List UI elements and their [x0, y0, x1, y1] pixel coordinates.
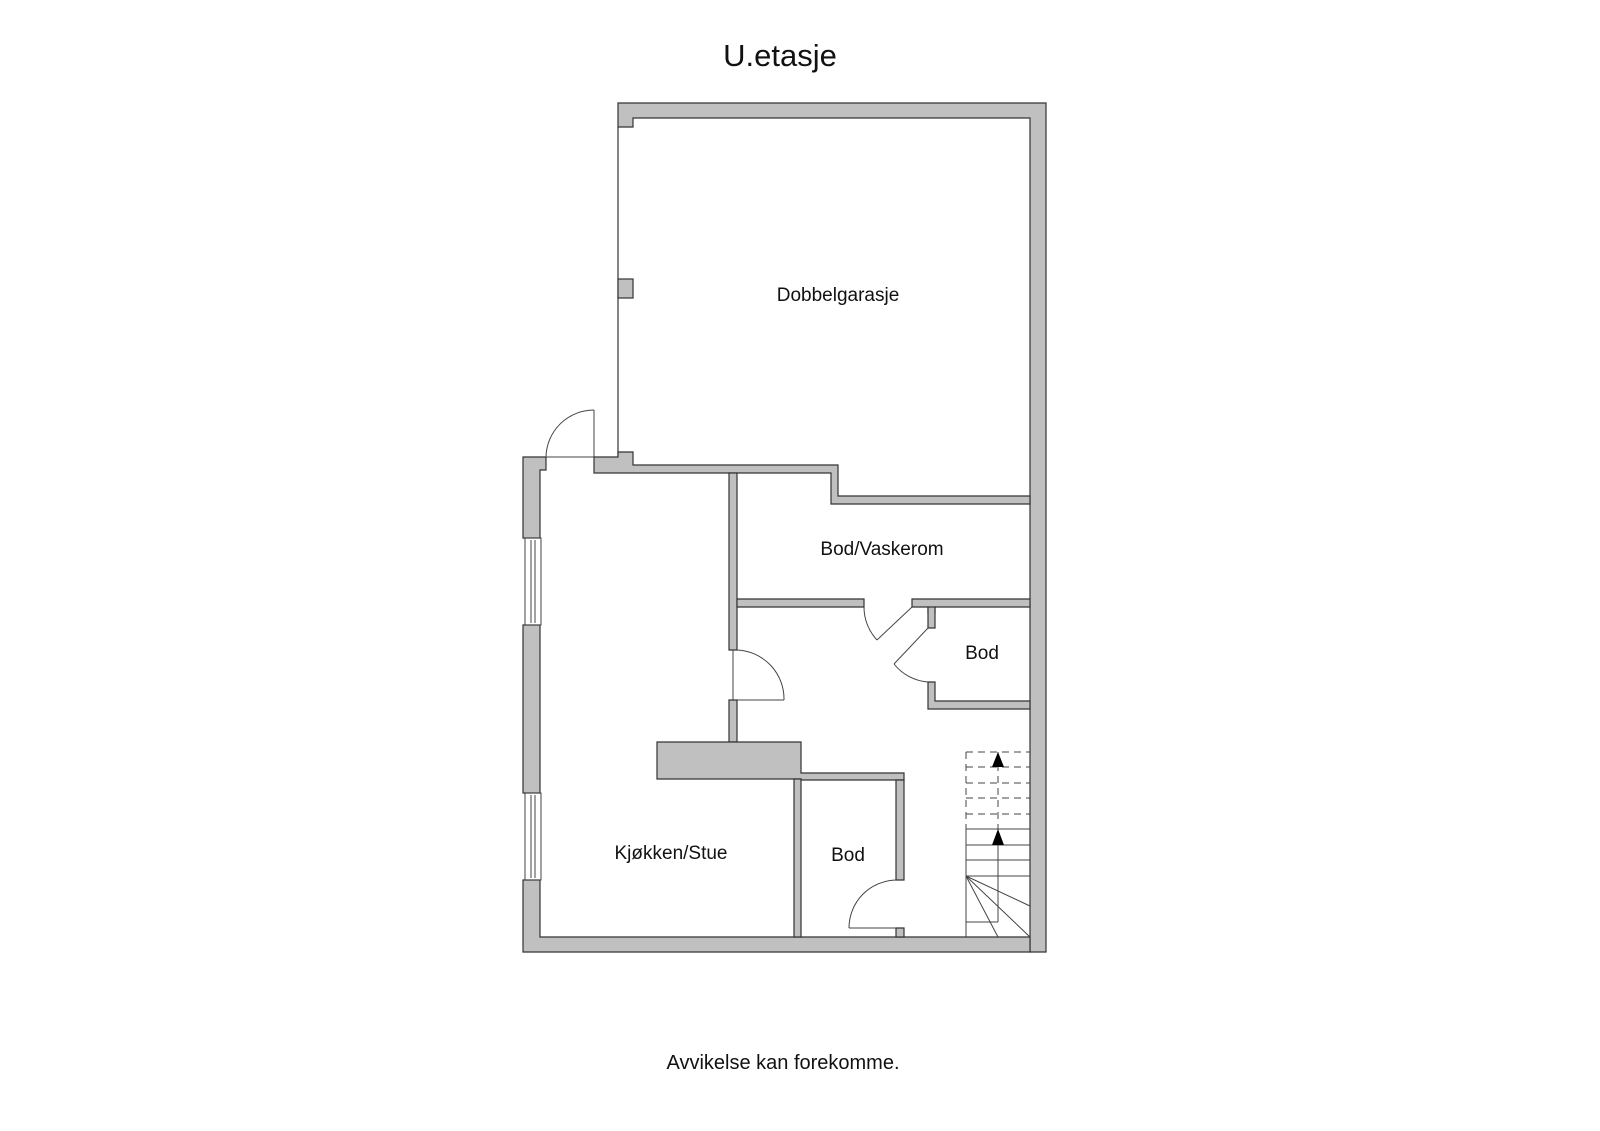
kitchen-hall-wall-low — [728, 699, 738, 743]
room-label-storage-right: Bod — [965, 643, 999, 664]
staircase — [965, 751, 1031, 938]
bod-right-bottom-wall — [927, 681, 1031, 710]
entrance-door-swing — [545, 409, 595, 458]
kitchen-door-swing — [736, 649, 785, 701]
room-label-storage-lower: Bod — [831, 845, 865, 866]
floor-title: U.etasje — [723, 38, 837, 73]
room-label-kitchen-living: Kjøkken/Stue — [615, 843, 728, 864]
lower-bod-door-swing — [848, 879, 897, 929]
room-label-garage: Dobbelgarasje — [777, 285, 900, 306]
garage-lower-wall — [593, 451, 1031, 505]
kitchen-laundry-wall — [728, 472, 738, 651]
laundry-bottom-wall — [736, 598, 865, 608]
garage-outer-wall — [617, 102, 1047, 953]
bod-right-walls — [927, 606, 936, 629]
window-upper — [524, 537, 542, 626]
laundry-door-leaf — [876, 606, 913, 641]
window-lower — [524, 792, 542, 881]
lower-bod-left-wall — [793, 778, 802, 938]
stair-arrow-icon — [992, 752, 1004, 767]
bod-door-leaf — [893, 627, 929, 665]
bod-door-swing — [893, 663, 929, 683]
chimney-block — [656, 741, 905, 781]
lower-bod-right-wall — [895, 779, 905, 881]
left-outer-wall-mid — [522, 624, 541, 794]
laundry-door-swing — [863, 606, 878, 641]
room-label-laundry: Bod/Vaskerom — [820, 539, 943, 560]
stair-arrow-icon — [992, 829, 1004, 845]
left-outer-wall-low — [522, 879, 1031, 953]
lower-bod-right-wall-low — [895, 927, 905, 938]
disclaimer: Avvikelse kan forekomme. — [666, 1052, 900, 1074]
garage-pillar — [617, 278, 634, 299]
left-outer-wall — [522, 456, 547, 539]
